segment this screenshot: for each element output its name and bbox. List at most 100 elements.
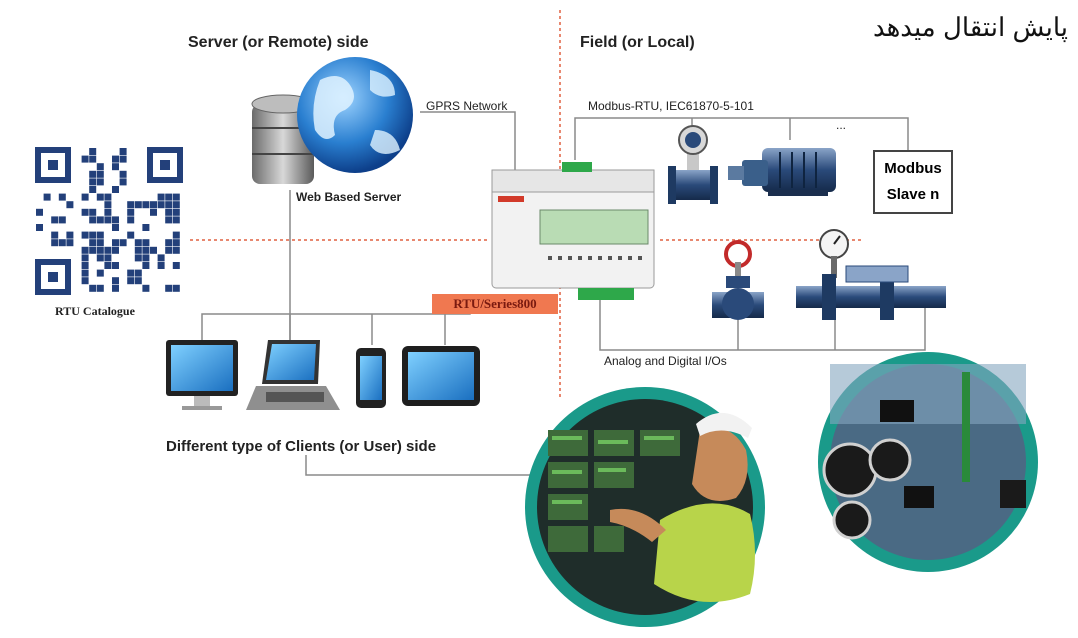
qr-module bbox=[165, 216, 173, 224]
qr-module bbox=[104, 201, 112, 209]
qr-module bbox=[127, 216, 135, 224]
qr-module bbox=[157, 254, 165, 262]
qr-module bbox=[112, 239, 119, 247]
qr-module bbox=[104, 262, 112, 269]
connection-lines bbox=[201, 111, 926, 476]
qr-module bbox=[81, 231, 89, 239]
globe-icon bbox=[297, 57, 413, 173]
qr-module bbox=[43, 193, 51, 201]
qr-module bbox=[112, 163, 119, 171]
qr-module bbox=[172, 246, 180, 254]
qr-module bbox=[96, 178, 104, 186]
qr-module bbox=[172, 216, 180, 224]
operator-control-room-photo bbox=[525, 387, 765, 627]
qr-module bbox=[96, 239, 104, 247]
qr-module bbox=[112, 186, 119, 193]
qr-module bbox=[165, 246, 173, 254]
qr-module bbox=[172, 193, 180, 201]
rtu-catalogue-label: RTU Catalogue bbox=[55, 304, 135, 318]
qr-module bbox=[134, 239, 142, 247]
instrument-panel-photo bbox=[818, 352, 1038, 572]
qr-module bbox=[157, 193, 165, 201]
page-title: پایش انتقال میدهد bbox=[872, 12, 1068, 42]
qr-module bbox=[172, 284, 180, 292]
qr-code-icon bbox=[34, 146, 184, 296]
qr-module bbox=[96, 254, 104, 262]
qr-module bbox=[96, 269, 104, 277]
flow-meter-icon bbox=[668, 125, 718, 204]
qr-module bbox=[142, 262, 150, 269]
qr-module bbox=[142, 246, 150, 254]
qr-module bbox=[134, 201, 142, 209]
qr-module bbox=[112, 277, 119, 285]
qr-module bbox=[165, 239, 173, 247]
qr-module bbox=[89, 239, 97, 247]
qr-module bbox=[81, 208, 89, 216]
qr-module bbox=[157, 201, 165, 209]
qr-module bbox=[134, 246, 142, 254]
desktop-monitor-icon bbox=[166, 340, 238, 410]
qr-module bbox=[172, 239, 180, 247]
qr-module bbox=[89, 208, 97, 216]
qr-module bbox=[89, 148, 97, 155]
modbus-slave-box: Modbus Slave n bbox=[873, 150, 953, 214]
pressure-gauge-icon bbox=[796, 229, 946, 320]
qr-module bbox=[89, 216, 97, 224]
qr-module bbox=[127, 231, 135, 239]
qr-module bbox=[36, 224, 43, 231]
qr-module bbox=[112, 216, 119, 224]
qr-module bbox=[66, 231, 74, 239]
rtu-series-tag: RTU/Series800 bbox=[432, 294, 558, 314]
gprs-network-label: GPRS Network bbox=[426, 99, 508, 113]
tablet-icon bbox=[402, 346, 480, 406]
qr-module bbox=[134, 269, 142, 277]
qr-module bbox=[81, 277, 89, 285]
qr-module bbox=[89, 186, 97, 193]
qr-module bbox=[127, 277, 135, 285]
qr-module bbox=[165, 208, 173, 216]
qr-module bbox=[51, 239, 59, 247]
qr-module bbox=[81, 269, 89, 277]
slave-line2: Slave n bbox=[886, 186, 940, 203]
qr-module bbox=[165, 284, 173, 292]
qr-module bbox=[142, 201, 150, 209]
qr-module bbox=[104, 216, 112, 224]
qr-module bbox=[96, 193, 104, 201]
qr-module bbox=[172, 231, 180, 239]
qr-module bbox=[112, 246, 119, 254]
qr-module bbox=[58, 193, 66, 201]
qr-module bbox=[81, 193, 89, 201]
qr-module bbox=[112, 284, 119, 292]
qr-module bbox=[112, 224, 119, 231]
qr-module bbox=[66, 239, 74, 247]
qr-module bbox=[112, 155, 119, 163]
qr-module bbox=[89, 246, 97, 254]
field-side-label: Field (or Local) bbox=[580, 34, 695, 51]
valve-icon bbox=[712, 240, 764, 320]
qr-module bbox=[150, 201, 157, 209]
qr-module bbox=[36, 208, 43, 216]
slave-line1: Modbus bbox=[884, 160, 942, 177]
qr-module bbox=[104, 246, 112, 254]
more-devices-ellipsis: ... bbox=[836, 118, 847, 132]
qr-module bbox=[58, 216, 66, 224]
qr-module bbox=[127, 201, 135, 209]
qr-module bbox=[119, 155, 127, 163]
qr-module bbox=[127, 208, 135, 216]
clients-side-label: Different type of Clients (or User) side bbox=[166, 438, 437, 455]
qr-module bbox=[89, 178, 97, 186]
qr-module bbox=[51, 231, 59, 239]
web-server-label: Web Based Server bbox=[296, 190, 402, 204]
qr-module bbox=[66, 201, 74, 209]
pump-motor-icon bbox=[728, 148, 836, 196]
qr-module bbox=[96, 231, 104, 239]
qr-module bbox=[172, 201, 180, 209]
qr-module bbox=[172, 208, 180, 216]
analog-digital-io-label: Analog and Digital I/Os bbox=[604, 354, 727, 368]
qr-module bbox=[119, 239, 127, 247]
qr-module bbox=[104, 208, 112, 216]
qr-module bbox=[150, 246, 157, 254]
qr-module bbox=[58, 239, 66, 247]
